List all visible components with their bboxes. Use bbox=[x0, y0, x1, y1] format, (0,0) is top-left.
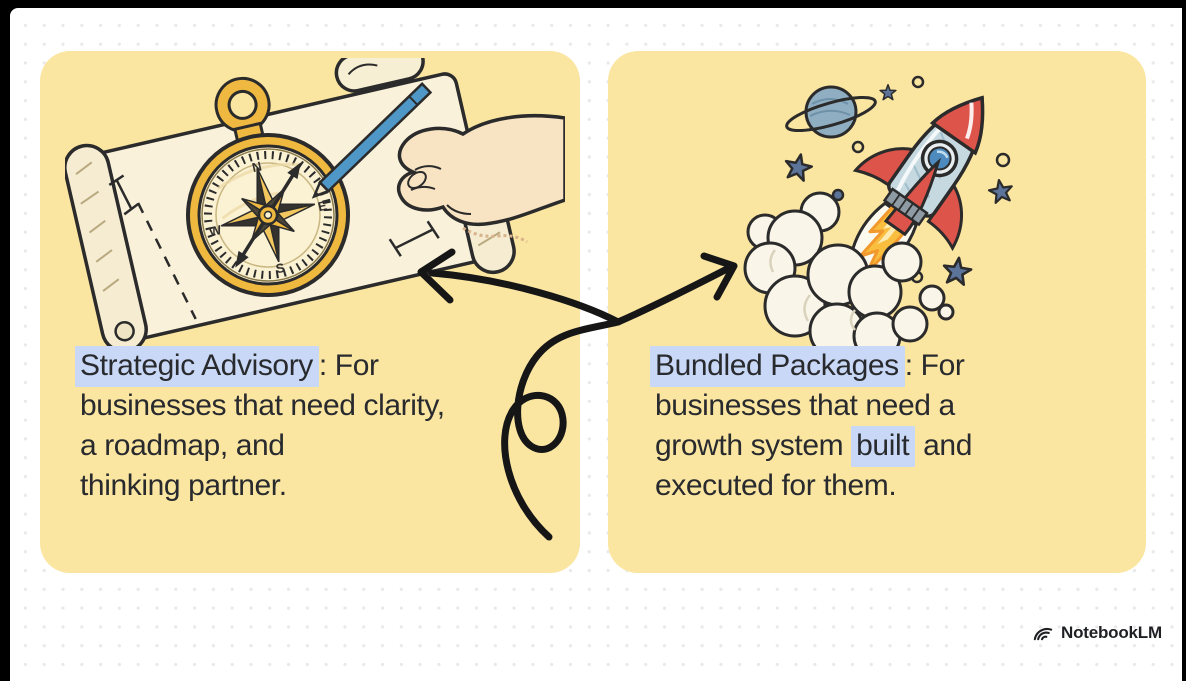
compass-rose bbox=[220, 162, 316, 268]
star-icons bbox=[784, 84, 1013, 286]
svg-text:W: W bbox=[208, 222, 224, 240]
planet-saturn-icon bbox=[785, 85, 877, 139]
pen-icon bbox=[311, 82, 433, 199]
notebooklm-brand: NotebookLM bbox=[1031, 621, 1162, 644]
body-line: a roadmap, and bbox=[80, 429, 285, 462]
heading-line: Bundled Packages: For bbox=[650, 346, 1125, 387]
body-line: businesses that need a bbox=[655, 389, 955, 422]
svg-text:N: N bbox=[251, 158, 264, 175]
notebooklm-logo-icon bbox=[1033, 627, 1053, 641]
svg-text:E: E bbox=[316, 198, 328, 215]
strategic-advisory-text: Strategic Advisory: For businesses that … bbox=[75, 346, 560, 506]
compass: N S W E bbox=[186, 76, 350, 297]
heading-line: Strategic Advisory: For bbox=[75, 346, 560, 387]
highlighted-term: built bbox=[851, 426, 916, 467]
body-line: thinking partner. bbox=[80, 469, 287, 502]
body-line: growth system built and bbox=[655, 426, 1125, 467]
center-fin bbox=[883, 157, 942, 237]
strategic-advisory-card: N S W E Strategic Adviso bbox=[40, 51, 580, 573]
brand-label: NotebookLM bbox=[1061, 622, 1162, 642]
compass-cardinal-letters: N S W E bbox=[208, 158, 329, 277]
highlighted-term: Bundled Packages bbox=[650, 346, 905, 387]
rocket-illustration bbox=[743, 75, 1013, 360]
dot-icons bbox=[831, 75, 1011, 284]
smoke-cloud bbox=[743, 191, 955, 360]
svg-text:S: S bbox=[274, 260, 286, 277]
highlighted-term: Strategic Advisory bbox=[75, 346, 319, 387]
hand-with-pen bbox=[396, 113, 565, 244]
compass-map-illustration: N S W E bbox=[65, 58, 565, 348]
bundled-packages-card: Bundled Packages: For businesses that ne… bbox=[608, 51, 1146, 573]
bundled-packages-text: Bundled Packages: For businesses that ne… bbox=[650, 346, 1125, 506]
body-line: businesses that need clarity, bbox=[80, 389, 445, 422]
body-line: executed for them. bbox=[655, 469, 897, 502]
